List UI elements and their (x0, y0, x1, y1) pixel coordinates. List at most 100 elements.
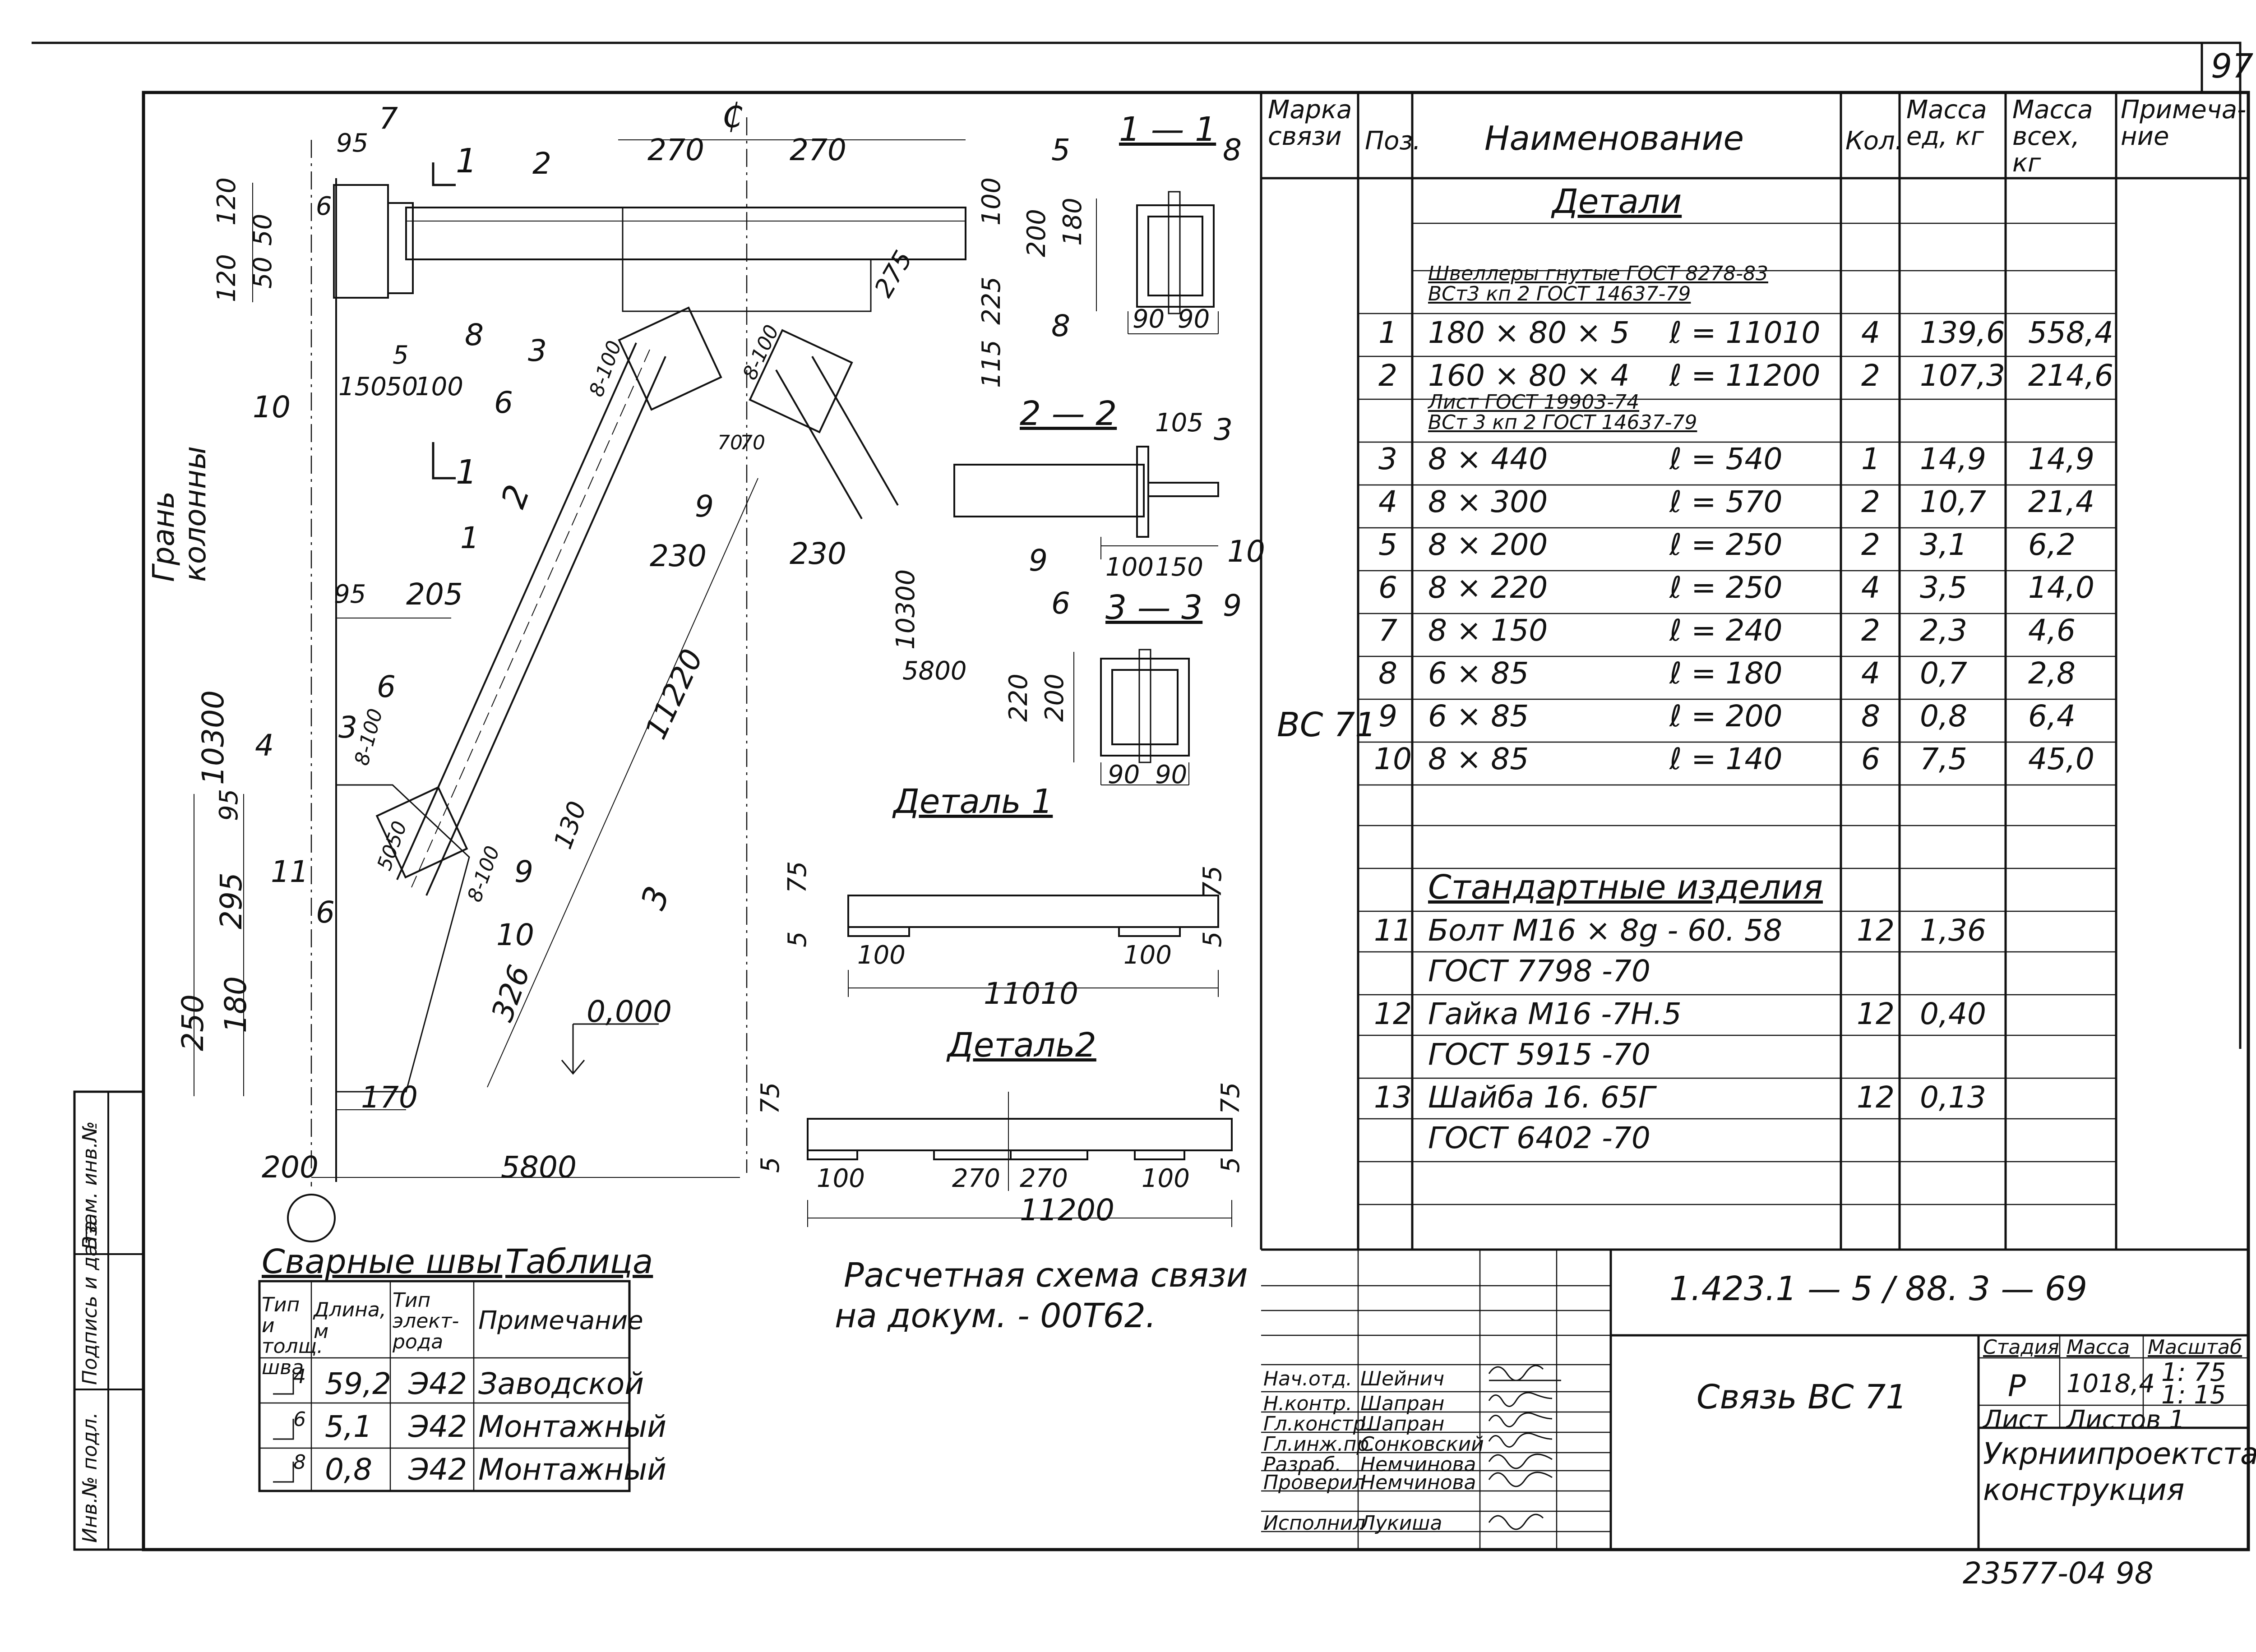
spec-total: 558,4 (2028, 315, 2113, 350)
spec-pos: 1 (1378, 315, 1397, 350)
person-name: Шейнич (1360, 1367, 1445, 1390)
dim-label: 150 (338, 372, 387, 401)
welds-header: Примечание (478, 1306, 643, 1335)
sheet-label: Лист (1983, 1405, 2047, 1435)
spec-header-note: Примеча- ние (2121, 95, 2247, 151)
axis-symbol: ₵ (722, 97, 744, 135)
weld-type: 8 (293, 1451, 306, 1474)
spec-mass: 3,1 (1920, 527, 1967, 562)
section-title: 2 — 2 (1020, 394, 1117, 433)
section-mark: 1 (456, 142, 477, 180)
weld-note: Монтажный (478, 1452, 666, 1487)
part-label: 6 (494, 385, 513, 420)
person-name: Шапран (1360, 1412, 1445, 1435)
spec-total: 45,0 (2028, 742, 2094, 776)
scale-label: Масштаб (2148, 1336, 2242, 1359)
spec-section-standard: Стандартные изделия (1428, 868, 1823, 907)
dim-label: 11010 (984, 976, 1078, 1011)
spec-header-mass-unit: Масса ед, кг (1906, 95, 1987, 151)
spec-size: 180 × 80 × 5 (1428, 315, 1630, 350)
spec-total: 6,4 (2028, 699, 2076, 734)
spec-size: 8 × 200 (1428, 527, 1548, 562)
part-label: 8 (465, 318, 484, 352)
spec-qty: 8 (1861, 699, 1880, 734)
spec-qty: 6 (1861, 742, 1880, 776)
spec-subheader: Лист ГОСТ 19903-74 (1428, 391, 1640, 414)
spec-subheader: Швеллеры гнутые ГОСТ 8278-83 (1428, 262, 1768, 285)
stage-label: Стадия (1983, 1336, 2059, 1359)
part-label: 8 (1051, 309, 1070, 343)
section-mark: 1 (456, 453, 477, 492)
spec-size: 8 × 300 (1428, 485, 1548, 519)
spec-qty: 12 (1857, 913, 1895, 948)
spec-header-mark: Марка связи (1268, 95, 1352, 151)
part-label: 3 (528, 333, 547, 368)
section-title: 3 — 3 (1105, 588, 1203, 627)
weld-electrode: Э42 (408, 1452, 467, 1487)
dim-label: 100 (415, 372, 463, 401)
spec-header-mass-total: Масса всех, кг (2012, 95, 2093, 178)
dim-label: 5 (393, 341, 409, 370)
person-name: Немчинова (1360, 1471, 1476, 1494)
dim-label: 100 (817, 1164, 865, 1193)
dim-label: 95 (334, 580, 366, 609)
spec-pos: 2 (1378, 358, 1397, 393)
spec-qty: 2 (1861, 358, 1880, 393)
spec-qty: 2 (1861, 613, 1880, 648)
spec-size: 8 × 440 (1428, 442, 1548, 476)
spec-pos: 4 (1378, 485, 1397, 519)
dim-label: 150 (1155, 553, 1203, 582)
spec-total: 21,4 (2028, 485, 2094, 519)
scale-value: 1: 15 (2161, 1380, 2226, 1410)
spec-length: ℓ = 240 (1669, 613, 1783, 648)
dim-label: 100 (1142, 1164, 1190, 1193)
welds-header: Длина, м (314, 1298, 386, 1343)
scheme-note: Расчетная схема связи (844, 1256, 1248, 1295)
dim-label: 95 (336, 129, 369, 158)
detail-title: Деталь2 (948, 1026, 1096, 1065)
spec-length: ℓ = 11200 (1669, 358, 1821, 393)
spec-pos: 3 (1378, 442, 1397, 476)
spec-total: 6,2 (2028, 527, 2076, 562)
spec-mass: 1,36 (1920, 913, 1986, 948)
person-name: Шапран (1360, 1392, 1445, 1415)
dim-label: 270 (790, 133, 846, 167)
spec-item-gost: ГОСТ 5915 -70 (1428, 1037, 1650, 1072)
section-mark: 3 (338, 710, 357, 745)
mass-value: 1018,4 (2066, 1369, 2155, 1398)
spec-length: ℓ = 250 (1669, 570, 1783, 605)
weld-type: 4 (293, 1365, 306, 1388)
weld-note: Заводской (478, 1366, 644, 1401)
dim-label: 11200 (1020, 1193, 1114, 1227)
dim-label: 270 (1020, 1164, 1068, 1193)
spec-mass: 107,3 (1920, 358, 2005, 393)
spec-item: Гайка М16 -7Н.5 (1428, 997, 1682, 1031)
organization: конструкция (1983, 1472, 2185, 1507)
spec-mass: 0,8 (1920, 699, 1967, 734)
stage-value: Р (2008, 1369, 2026, 1403)
dim-label: 70 (717, 431, 743, 454)
spec-total: 4,6 (2028, 613, 2076, 648)
dim-label: 100 (857, 941, 906, 970)
spec-pos: 13 (1374, 1080, 1412, 1115)
spec-pos: 10 (1374, 742, 1412, 776)
detail-title: Деталь 1 (893, 782, 1053, 821)
spec-size: 160 × 80 × 4 (1428, 358, 1630, 393)
spec-total: 14,9 (2028, 442, 2094, 476)
part-label: 6 (316, 192, 332, 221)
spec-length: ℓ = 180 (1669, 656, 1783, 691)
spec-item-gost: ГОСТ 7798 -70 (1428, 954, 1650, 988)
dim-label: 5800 (501, 1150, 577, 1185)
spec-qty: 4 (1861, 315, 1880, 350)
part-label: 9 (695, 489, 714, 524)
spec-pos: 6 (1378, 570, 1397, 605)
part-label: 6 (377, 669, 396, 704)
dim-label: 100 (1105, 553, 1154, 582)
spec-size: 6 × 85 (1428, 656, 1529, 691)
spec-subheader: ВСт 3 кп 2 ГОСТ 14637-79 (1428, 411, 1697, 434)
spec-qty: 2 (1861, 527, 1880, 562)
spec-mass: 2,3 (1920, 613, 1967, 648)
spec-size: 8 × 220 (1428, 570, 1548, 605)
spec-item-gost: ГОСТ 6402 -70 (1428, 1121, 1650, 1155)
